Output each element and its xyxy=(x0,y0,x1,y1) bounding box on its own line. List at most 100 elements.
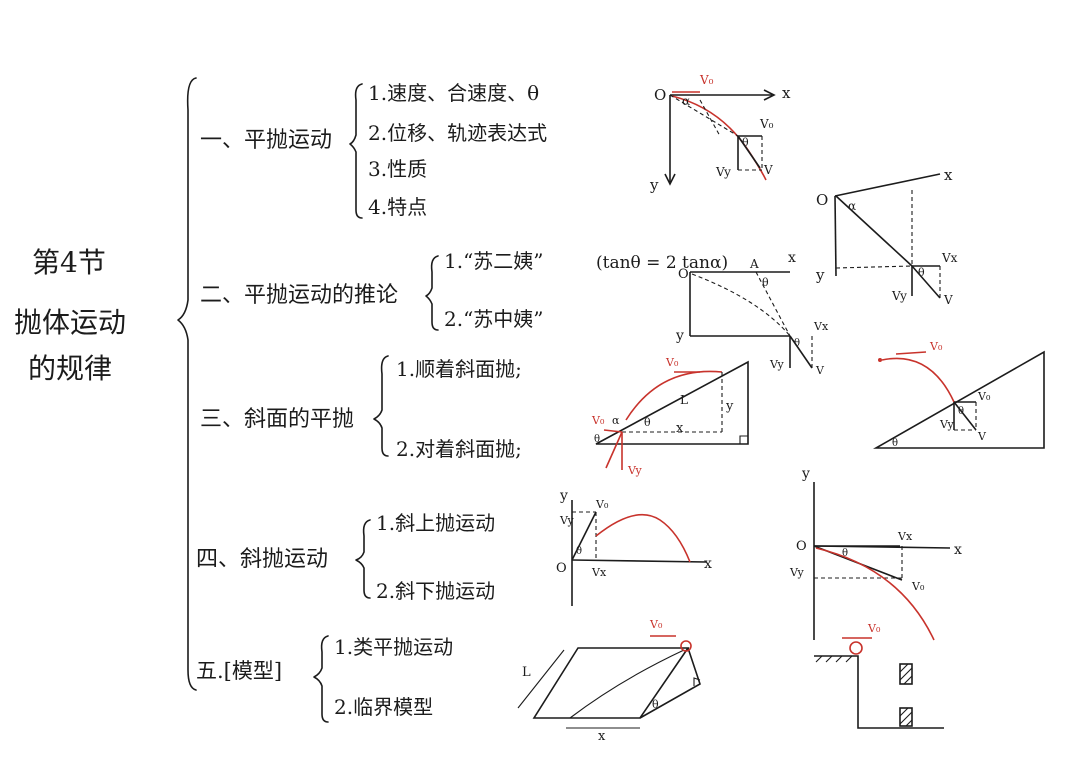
d4-y: y xyxy=(725,399,734,414)
d2-x: x xyxy=(944,166,953,184)
section-1-heading: 一、平抛运动 xyxy=(200,128,332,153)
section-5-item-1: 1.类平抛运动 xyxy=(334,635,453,659)
d4-theta-base: θ xyxy=(594,434,600,445)
d8-theta: θ xyxy=(652,698,659,711)
d3-v: V xyxy=(815,364,825,377)
d3-theta-top: θ xyxy=(762,276,769,289)
main-brace xyxy=(177,77,197,691)
diagram-oblique-down: y x O Vx Vy V₀ θ xyxy=(789,466,962,641)
d5-theta-base: θ xyxy=(892,438,898,449)
diagram-oblique-up: y x O V₀ Vy Vx θ xyxy=(556,488,712,606)
d6-vy: Vy xyxy=(559,514,574,527)
d6-y: y xyxy=(559,488,568,504)
section-1-item-4: 4.特点 xyxy=(368,195,427,219)
d2-vy: Vy xyxy=(891,289,907,303)
title-line2: 抛体运动 xyxy=(14,306,126,339)
section-3-brace xyxy=(373,355,389,457)
d6-origin: O xyxy=(556,561,567,576)
d2-vx: Vx xyxy=(941,251,958,265)
diagram-projectile-1: O x y V₀ α V₀ θ Vy V xyxy=(649,73,791,194)
section-3-item-2: 2.对着斜面抛; xyxy=(396,437,522,461)
d3-origin: O xyxy=(678,267,689,282)
d3-x: x xyxy=(788,250,796,266)
d5-theta: θ xyxy=(958,406,964,417)
d3-vy: Vy xyxy=(769,358,784,371)
d8-x: x xyxy=(598,729,606,744)
section-4-brace xyxy=(355,519,371,599)
d7-v0: V₀ xyxy=(911,580,925,593)
section-1-brace xyxy=(349,83,363,219)
d5-vy: Vy xyxy=(939,418,954,431)
d1-theta: θ xyxy=(742,136,749,149)
d6-v0: V₀ xyxy=(595,498,609,511)
d8-v0-red: V₀ xyxy=(649,618,663,631)
section-1-item-3: 3.性质 xyxy=(368,157,427,181)
d7-x: x xyxy=(954,542,962,558)
chapter-title: 第4节 抛体运动 的规律 xyxy=(14,246,126,385)
d4-theta: θ xyxy=(644,416,651,429)
d1-alpha: α xyxy=(682,94,690,108)
d8-L: L xyxy=(522,665,531,680)
d1-v: V xyxy=(763,163,773,177)
d3-theta: θ xyxy=(794,338,800,349)
d1-origin: O xyxy=(654,86,666,104)
d1-v0: V₀ xyxy=(759,117,774,131)
section-5: 五.[模型] 1.类平抛运动 2.临界模型 xyxy=(196,635,453,723)
section-1-item-1: 1.速度、合速度、θ xyxy=(368,81,539,105)
d3-y: y xyxy=(675,328,684,344)
d4-alpha: α xyxy=(612,414,620,427)
d4-x: x xyxy=(676,421,684,436)
d1-x: x xyxy=(782,84,791,102)
d4-v0-red: V₀ xyxy=(665,356,679,369)
d1-y: y xyxy=(649,176,659,194)
d7-vy: Vy xyxy=(789,566,804,579)
section-2-brace xyxy=(425,255,439,331)
title-line1: 第4节 xyxy=(32,246,106,279)
d3-A: A xyxy=(749,257,759,271)
diagram-inference: x y O A θ Vx Vy V θ xyxy=(675,250,829,377)
d9-v0-red: V₀ xyxy=(867,622,881,635)
d2-origin: O xyxy=(816,191,828,209)
section-5-item-2: 2.临界模型 xyxy=(334,695,433,719)
section-2-note: (tanθ = 2 tanα) xyxy=(596,253,728,273)
diagram-along-slope: V₀ y x L θ V₀ Vy α θ xyxy=(591,356,749,477)
d2-y: y xyxy=(815,266,825,284)
d2-theta: θ xyxy=(918,266,925,279)
d6-theta: θ xyxy=(576,546,582,557)
section-5-brace xyxy=(313,635,329,723)
d7-y: y xyxy=(801,466,810,482)
diagram-toward-slope: V₀ V₀ Vy V θ θ xyxy=(872,340,1045,449)
section-4: 四、斜抛运动 1.斜上抛运动 2.斜下抛运动 xyxy=(196,511,495,603)
section-3-heading: 三、斜面的平抛 xyxy=(200,407,354,432)
section-1-item-2: 2.位移、轨迹表达式 xyxy=(368,121,547,145)
diagram-quasi-projectile: L V₀ x θ xyxy=(517,618,701,744)
section-2-item-1: 1.“苏二姨” xyxy=(444,249,544,273)
section-4-heading: 四、斜抛运动 xyxy=(196,547,328,572)
section-4-item-2: 2.斜下抛运动 xyxy=(376,579,495,603)
section-1: 一、平抛运动 1.速度、合速度、θ 2.位移、轨迹表达式 3.性质 4.特点 xyxy=(200,81,547,219)
d6-vx: Vx xyxy=(591,566,607,579)
d3-vx: Vx xyxy=(813,320,829,333)
d7-theta: θ xyxy=(842,548,848,559)
d5-v0: V₀ xyxy=(977,390,991,403)
title-line3: 的规律 xyxy=(28,352,112,385)
diagram-critical: V₀ xyxy=(814,622,944,729)
d6-x: x xyxy=(704,556,712,572)
d2-v: V xyxy=(943,293,953,307)
d4-vy: Vy xyxy=(627,464,642,477)
d2-alpha: α xyxy=(848,199,856,213)
d1-vy: Vy xyxy=(715,165,731,179)
diagram-projectile-2: x y O α Vx Vy V θ xyxy=(815,166,958,307)
section-2-item-2: 2.“苏中姨” xyxy=(444,307,544,331)
section-4-item-1: 1.斜上抛运动 xyxy=(376,511,495,535)
section-3-item-1: 1.顺着斜面抛; xyxy=(396,357,522,381)
d1-v0-red: V₀ xyxy=(699,73,714,87)
section-2: 二、平抛运动的推论 1.“苏二姨” 2.“苏中姨” (tanθ = 2 tanα… xyxy=(200,249,728,331)
d7-vx: Vx xyxy=(897,530,913,543)
d5-v: V xyxy=(977,430,987,443)
d7-origin: O xyxy=(796,539,807,554)
d5-v0-red: V₀ xyxy=(929,340,943,353)
d4-v0-small: V₀ xyxy=(591,414,605,427)
